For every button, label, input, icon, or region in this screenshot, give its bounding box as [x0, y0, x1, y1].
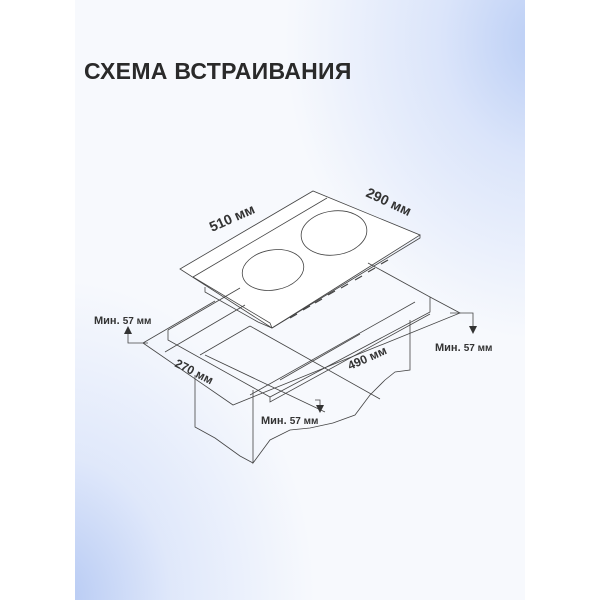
arrowheads: [124, 326, 477, 413]
arrow-down-icon: [316, 405, 324, 413]
clearance-right-label: Мин. 57 мм: [435, 342, 492, 354]
page-title: СХЕМА ВСТРАИВАНИЯ: [84, 58, 352, 84]
burner-right: [300, 210, 368, 256]
clearance-left-label: Мин. 57 мм: [94, 315, 151, 327]
hob-drawing: [179, 190, 421, 329]
cutout-depth-label: 270 мм: [173, 356, 216, 387]
cutout-width-label: 490 мм: [346, 343, 389, 373]
burner-left: [241, 249, 305, 291]
clearance-arrows: [127, 312, 474, 405]
clearance-front-label: Мин. 57 мм: [261, 415, 318, 427]
arrow-down-icon: [469, 326, 477, 334]
countertop-drawing: [142, 262, 461, 465]
arrow-up-icon: [124, 326, 132, 334]
hob-depth-label: 290 мм: [364, 184, 414, 219]
